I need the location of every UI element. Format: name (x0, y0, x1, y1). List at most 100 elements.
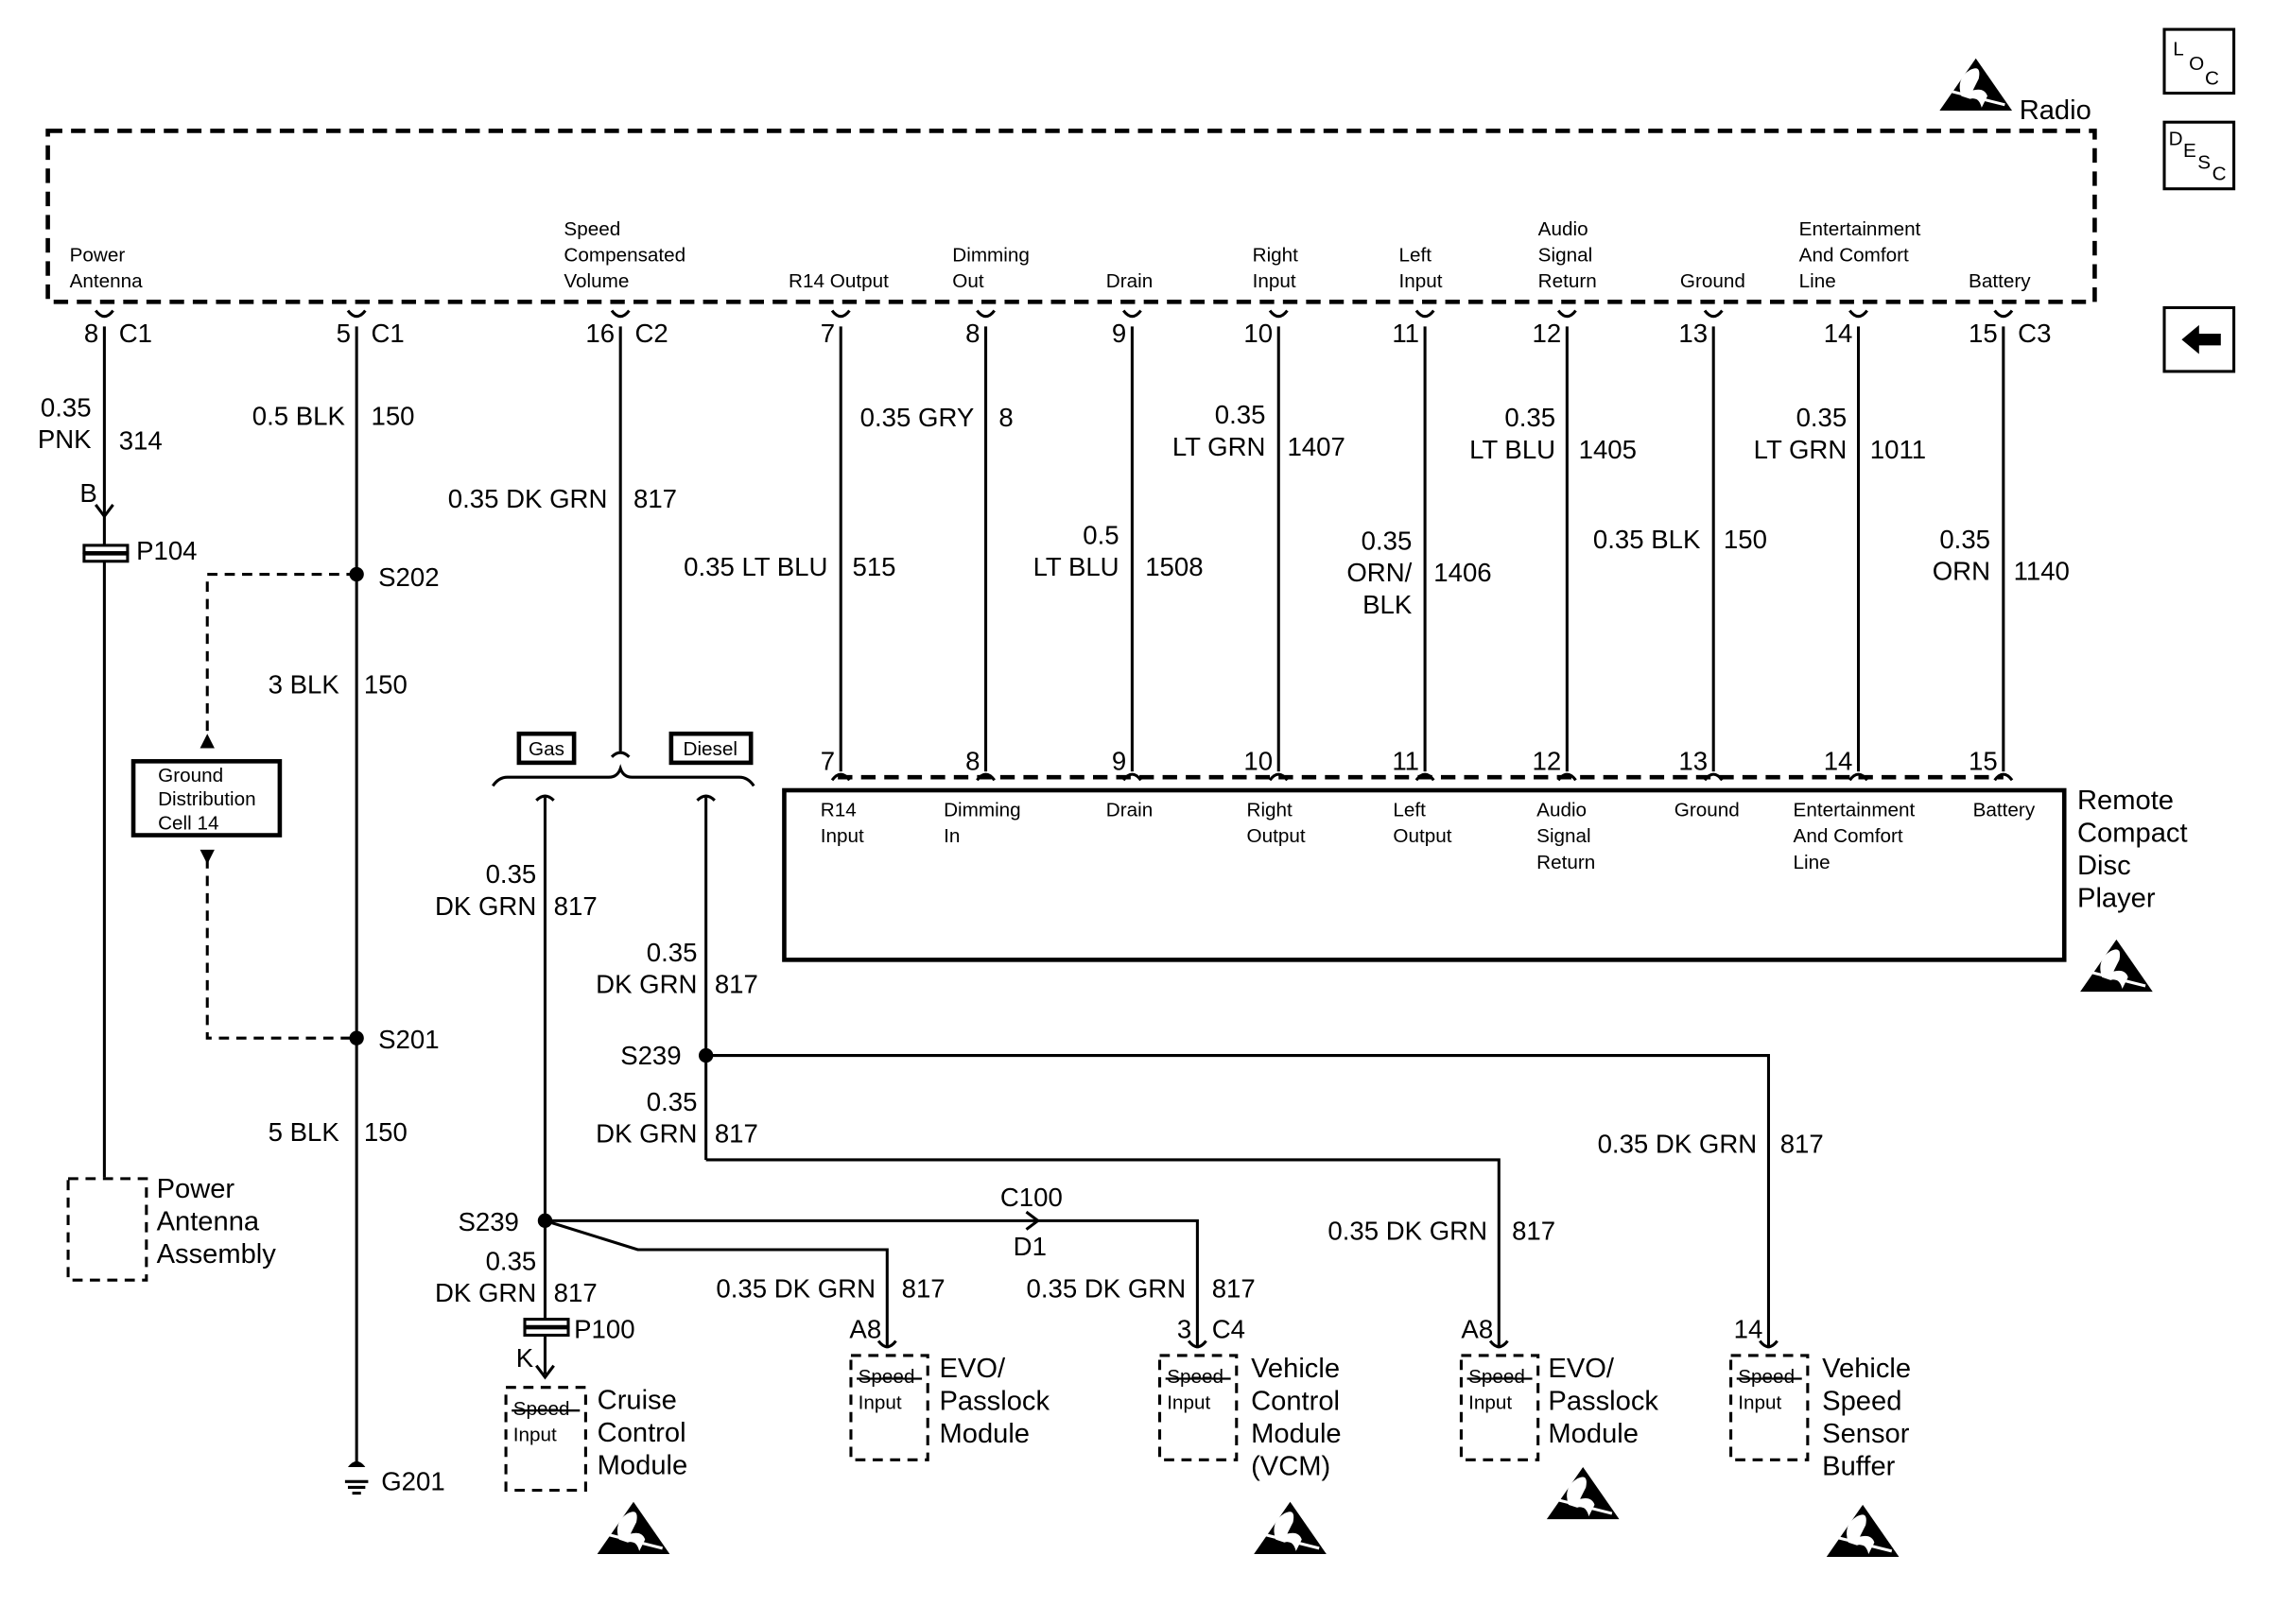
module-box (504, 1386, 587, 1493)
esd-warning-icon (1545, 1465, 1622, 1521)
wire-circuit-label: 1011 (1870, 435, 1926, 464)
ground-ref-dashed-top (205, 573, 357, 743)
speed-wire-circuit: 817 (715, 1119, 758, 1149)
cd-pin-number: 13 (1678, 747, 1708, 776)
wire-circuit-label: 150 (371, 402, 414, 431)
loc-button[interactable]: L O C (2162, 27, 2236, 95)
radio-connector-label: C1 (119, 319, 152, 348)
esd-warning-icon (2078, 938, 2155, 993)
ground-wire-low-circuit: 150 (364, 1117, 408, 1147)
radio-pin-label: Battery (1969, 270, 2031, 292)
wire-circuit-label: 314 (119, 426, 163, 456)
gas-option-box (516, 731, 577, 766)
cd-pin-number: 11 (1392, 747, 1419, 776)
esd-warning-icon (1937, 57, 2014, 112)
speed-wire-circuit: 817 (554, 1278, 598, 1307)
esd-warning-icon (1252, 1500, 1328, 1556)
radio-pin-number: 13 (1678, 319, 1708, 348)
speed-wire-gauge: 0.35 DK GRN (716, 1274, 876, 1304)
wire-circuit-label: 150 (1724, 525, 1767, 554)
desc-letter-4: C (2212, 164, 2227, 185)
ground-wire-mid-circuit: 150 (364, 669, 408, 699)
radio-pin-number: 11 (1392, 319, 1419, 348)
cd-pin-number: 12 (1533, 747, 1562, 776)
desc-letter-2: E (2183, 140, 2196, 162)
ground-distribution-ref-box (130, 759, 283, 838)
ground-wire-mid-gauge: 3 BLK (269, 669, 340, 699)
cd-pin-number: 8 (965, 747, 980, 776)
antenna-terminal-label: B (79, 478, 96, 508)
wire-gauge-label: 0.35 BLK (1593, 525, 1701, 554)
diesel-option-box (668, 731, 754, 766)
radio-pin-number: 12 (1533, 319, 1562, 348)
ground-circuit: S202 S201 3 BLK 150 5 BLK 150 G201 Groun… (130, 326, 445, 1496)
speed-wire-circuit: 817 (1212, 1274, 1256, 1304)
radio-pin-number: 8 (965, 319, 980, 348)
wire-circuit-label: 1140 (2014, 557, 2070, 586)
module-pin-label: 14 (1734, 1315, 1763, 1344)
module-pin-label: 3 (1177, 1315, 1191, 1344)
wire-gauge-label: 0.5 BLK (252, 402, 346, 431)
radio-pin-number: 14 (1824, 319, 1853, 348)
splice-s239-gas (537, 1213, 553, 1229)
cd-player-housing (782, 787, 2067, 962)
speed-wire-circuit: 817 (902, 1274, 946, 1304)
connector-icon (82, 544, 130, 563)
loc-letter-2: O (2189, 53, 2204, 75)
radio-pin-label: R14 Output (789, 270, 889, 292)
back-button[interactable] (2162, 305, 2236, 373)
radio-pin-number: 16 (585, 319, 615, 348)
back-arrow-icon (2181, 324, 2221, 354)
speed-wire-circuit: 817 (1512, 1216, 1555, 1245)
radio-pin-label: Drain (1106, 270, 1153, 292)
radio-connector-label: C3 (2018, 319, 2051, 348)
speed-signal-circuit: Gas Diesel S239 P100 K C100 D1 S239 0.35… (435, 326, 1911, 1559)
gas-option-label: Gas (529, 738, 564, 760)
radio-pin-number: 9 (1112, 319, 1126, 348)
cd-pin-number: 9 (1112, 747, 1126, 776)
speed-wire-circuit: 817 (554, 891, 598, 921)
radio-pin-label: Ground (1680, 270, 1745, 292)
splice-s239-diesel-label: S239 (620, 1041, 681, 1070)
module-box (1729, 1354, 1810, 1461)
inline-d1-label: D1 (1014, 1232, 1047, 1261)
speed-wire-gauge: 0.35 DK GRN (1327, 1216, 1487, 1245)
cd-pin-number: 15 (1969, 747, 1998, 776)
wire-circuit-label: 817 (633, 484, 677, 513)
splice-s202-label: S202 (378, 562, 439, 592)
p100-connector-label: P100 (574, 1315, 634, 1344)
desc-button[interactable]: D E S C (2162, 120, 2236, 191)
module-box (849, 1354, 929, 1461)
